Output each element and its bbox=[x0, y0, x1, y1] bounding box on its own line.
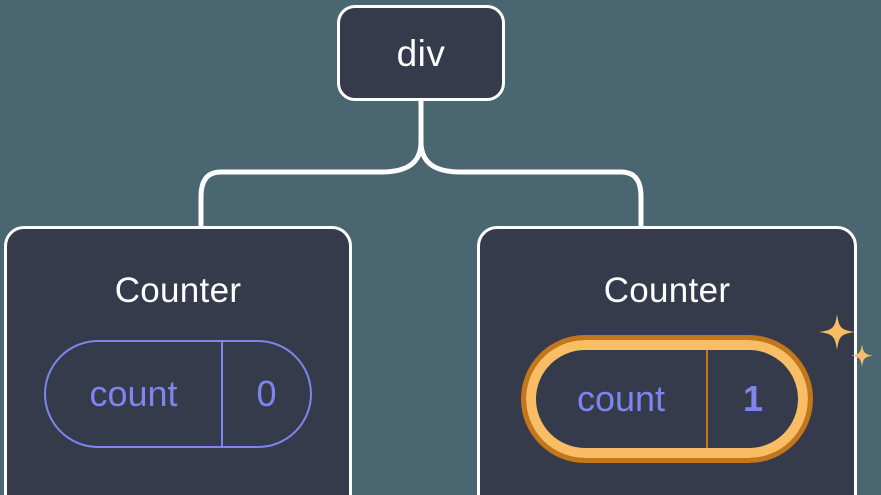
state-pill-wrapper: count 1 bbox=[521, 314, 873, 463]
sparkle-large-icon bbox=[819, 314, 855, 350]
state-value: 0 bbox=[221, 342, 310, 446]
state-key: count bbox=[89, 373, 178, 414]
node-counter-right[interactable]: Counter count 1 bbox=[477, 226, 873, 495]
state-pill[interactable]: count 0 bbox=[44, 340, 312, 448]
counter-title: Counter bbox=[603, 271, 731, 310]
node-div-label: div bbox=[396, 32, 446, 74]
counter-title: Counter bbox=[114, 271, 242, 310]
node-counter-left[interactable]: Counter count 0 bbox=[4, 226, 352, 495]
state-pill-wrapper: count 0 bbox=[44, 340, 312, 448]
state-key: count bbox=[576, 378, 666, 419]
state-value: 1 bbox=[706, 350, 798, 448]
state-pill-highlighted[interactable]: count 1 bbox=[521, 335, 813, 463]
node-div[interactable]: div bbox=[337, 5, 505, 101]
